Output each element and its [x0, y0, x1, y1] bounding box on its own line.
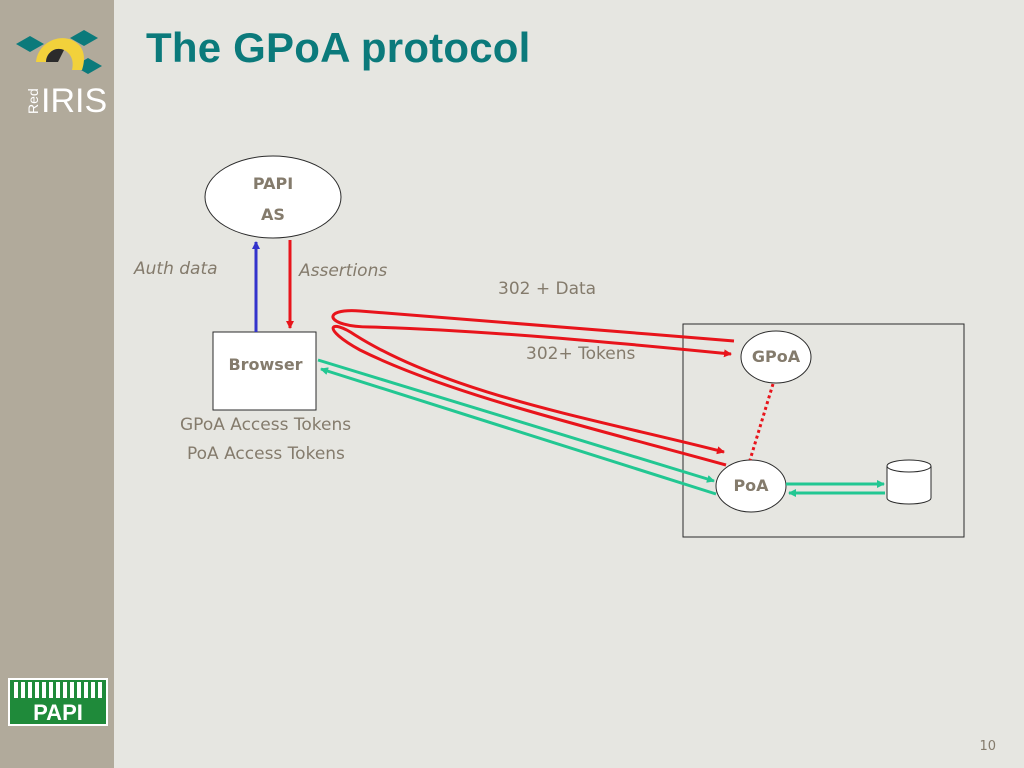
page-number: 10 — [979, 739, 996, 754]
gpoa-node — [740, 330, 812, 384]
sidebar: Red IRIS PAPI — [0, 0, 114, 768]
database-icon — [886, 459, 932, 505]
gpoa-tokens-label: GPoA Access Tokens — [180, 415, 352, 435]
gpoa-poa-link — [748, 383, 775, 461]
papi-as-node — [204, 155, 342, 239]
poa-to-browser-arrow — [320, 367, 717, 496]
svg-text:IRIS: IRIS — [41, 82, 107, 120]
svg-text:Red: Red — [25, 88, 41, 114]
rediris-logo: Red IRIS — [16, 30, 107, 120]
redirect-tokens-arrow — [331, 325, 727, 467]
gpoa-diagram: PAPI AS Browser GPoA PoA Auth data Asser… — [114, 0, 1024, 768]
diagram-canvas — [204, 155, 965, 538]
poa-label: PoA — [733, 476, 769, 495]
gpoa-label: GPoA — [751, 347, 801, 366]
redirect-tokens-label: 302+ Tokens — [526, 344, 636, 364]
papi-logo: PAPI — [8, 678, 108, 726]
poa-tokens-label: PoA Access Tokens — [187, 444, 345, 464]
assertions-label: Assertions — [299, 261, 388, 281]
papi-as-label-line2: AS — [261, 205, 285, 224]
slide-title: The GPoA protocol — [146, 24, 531, 71]
redirect-data-label: 302 + Data — [498, 279, 597, 299]
browser-node — [212, 331, 317, 411]
browser-to-poa-arrow — [317, 358, 715, 483]
svg-text:PAPI: PAPI — [33, 700, 83, 725]
auth-data-label: Auth data — [134, 259, 218, 279]
redirect-data-arrow — [331, 309, 735, 358]
service-box — [682, 323, 965, 538]
browser-label: Browser — [228, 355, 303, 374]
papi-as-label-line1: PAPI — [252, 174, 294, 193]
